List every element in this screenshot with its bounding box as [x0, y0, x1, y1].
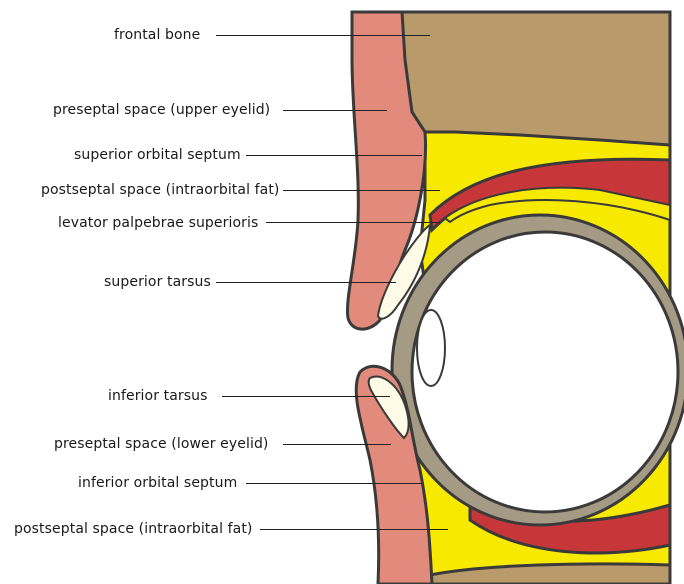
label-postseptal-lower: postseptal space (intraorbital fat): [14, 521, 252, 537]
leader-levator: [266, 222, 440, 223]
lens: [417, 310, 445, 386]
label-postseptal-upper: postseptal space (intraorbital fat): [41, 182, 279, 198]
label-inferior-septum: inferior orbital septum: [78, 475, 237, 491]
leader-frontal-bone: [216, 35, 430, 36]
leader-postseptal-upper: [283, 190, 440, 191]
leader-inferior-septum: [246, 483, 422, 484]
leader-preseptal-lower: [283, 444, 391, 445]
label-preseptal-lower: preseptal space (lower eyelid): [54, 436, 269, 452]
leader-superior-septum: [246, 155, 422, 156]
frontal-bone: [400, 12, 670, 145]
label-frontal-bone: frontal bone: [114, 27, 200, 43]
label-superior-tarsus: superior tarsus: [104, 274, 211, 290]
leader-superior-tarsus: [216, 282, 396, 283]
label-preseptal-upper: preseptal space (upper eyelid): [53, 102, 270, 118]
leader-postseptal-lower: [260, 529, 448, 530]
label-superior-septum: superior orbital septum: [74, 147, 241, 163]
leader-preseptal-upper: [283, 110, 387, 111]
leader-inferior-tarsus: [222, 396, 390, 397]
eyeball-globe: [412, 232, 678, 512]
label-inferior-tarsus: inferior tarsus: [108, 388, 208, 404]
label-levator: levator palpebrae superioris: [58, 215, 258, 231]
